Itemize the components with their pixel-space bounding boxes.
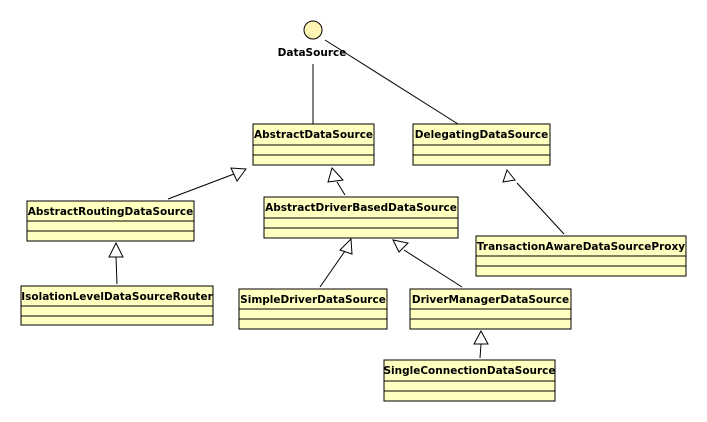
- generalization-line-driver-based: [336, 181, 346, 196]
- realization-line-delegating-data-source: [324, 39, 459, 125]
- interface-label: DataSource: [278, 47, 347, 59]
- interface-data-source[interactable]: DataSource: [278, 20, 347, 59]
- interface-circle-icon: [303, 20, 323, 40]
- class-name: AbstractRoutingDataSource: [28, 206, 193, 218]
- class-transaction-aware-data-source-proxy[interactable]: TransactionAwareDataSourceProxy: [475, 235, 687, 277]
- generalization-line-routing: [167, 173, 235, 200]
- class-delegating-data-source[interactable]: DelegatingDataSource: [412, 123, 551, 166]
- class-abstract-driver-based-data-source[interactable]: AbstractDriverBasedDataSource: [263, 196, 459, 239]
- class-isolation-level-data-source-router[interactable]: IsolationLevelDataSourceRouter: [20, 285, 214, 326]
- class-name: IsolationLevelDataSourceRouter: [21, 291, 213, 303]
- class-name: DelegatingDataSource: [415, 129, 548, 141]
- arrowhead-isolation-to-routing: [108, 241, 124, 258]
- class-name: SimpleDriverDataSource: [240, 294, 386, 306]
- class-simple-driver-data-source[interactable]: SimpleDriverDataSource: [238, 288, 388, 330]
- class-name: DriverManagerDataSource: [412, 294, 569, 306]
- generalization-arrowheads: [108, 167, 516, 345]
- class-driver-manager-data-source[interactable]: DriverManagerDataSource: [409, 288, 572, 330]
- connectors: [115, 39, 565, 359]
- class-abstract-data-source[interactable]: AbstractDataSource: [252, 123, 375, 166]
- arrowhead-transaction-aware-to-delegating: [502, 168, 516, 183]
- class-abstract-routing-data-source[interactable]: AbstractRoutingDataSource: [26, 200, 195, 242]
- generalization-line-driver-manager: [403, 249, 463, 288]
- arrowhead-routing-to-abstract: [230, 167, 247, 182]
- class-name: AbstractDriverBasedDataSource: [265, 202, 457, 214]
- arrowhead-driver-manager-to-driver-based: [392, 239, 410, 253]
- arrowhead-simple-driver-to-driver-based: [339, 237, 353, 255]
- generalization-line-isolation: [115, 256, 118, 285]
- arrowhead-driver-based-to-abstract: [327, 167, 345, 183]
- generalization-line-simple-driver: [319, 250, 346, 288]
- generalization-line-single-connection: [479, 343, 482, 359]
- class-name: AbstractDataSource: [254, 129, 373, 141]
- class-name: SingleConnectionDataSource: [383, 365, 555, 377]
- class-name: TransactionAwareDataSourceProxy: [477, 241, 685, 253]
- generalization-line-transaction-aware: [516, 182, 565, 235]
- class-single-connection-data-source[interactable]: SingleConnectionDataSource: [383, 359, 556, 402]
- arrowhead-single-connection-to-driver-manager: [473, 329, 489, 345]
